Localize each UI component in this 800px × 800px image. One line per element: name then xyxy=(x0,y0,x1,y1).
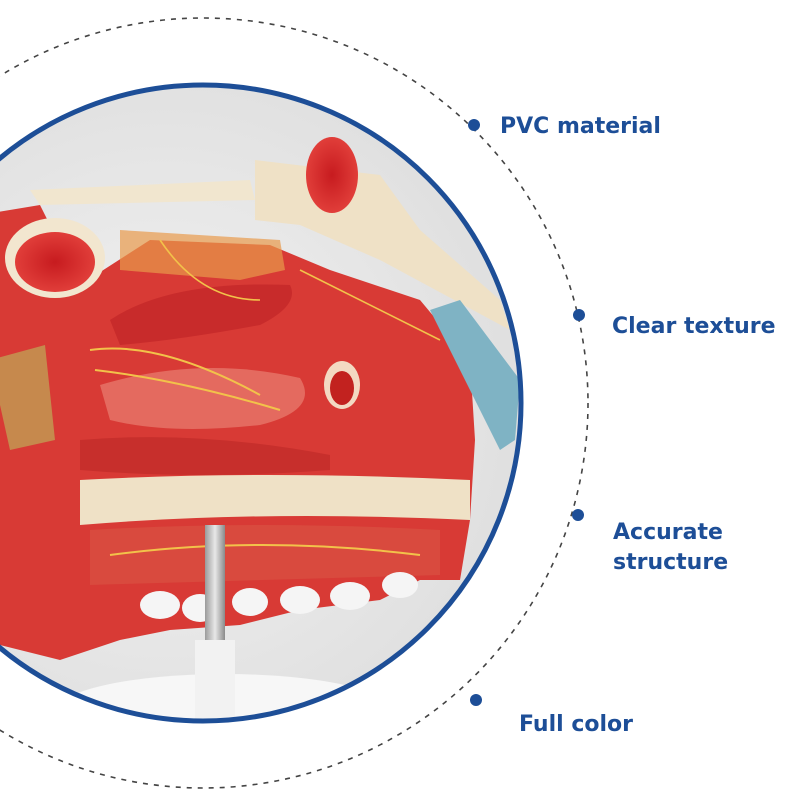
dashed-ring xyxy=(0,17,589,789)
callout-dot-2 xyxy=(573,309,585,321)
feature-label-pvc-material: PVC material xyxy=(500,114,661,139)
callout-dot-1 xyxy=(468,119,480,131)
magnified-model-photo xyxy=(0,85,521,721)
feature-label-line-1: Accurate xyxy=(613,520,723,545)
feature-label-accurate-structure: Accurate structure xyxy=(613,518,728,578)
magnifier-lens-rim xyxy=(0,82,524,724)
callout-dot-3 xyxy=(572,509,584,521)
feature-label-clear-texture: Clear texture xyxy=(612,314,776,339)
feature-label-full-color: Full color xyxy=(519,712,633,737)
callout-dot-4 xyxy=(470,694,482,706)
feature-label-line-2: structure xyxy=(613,550,729,575)
